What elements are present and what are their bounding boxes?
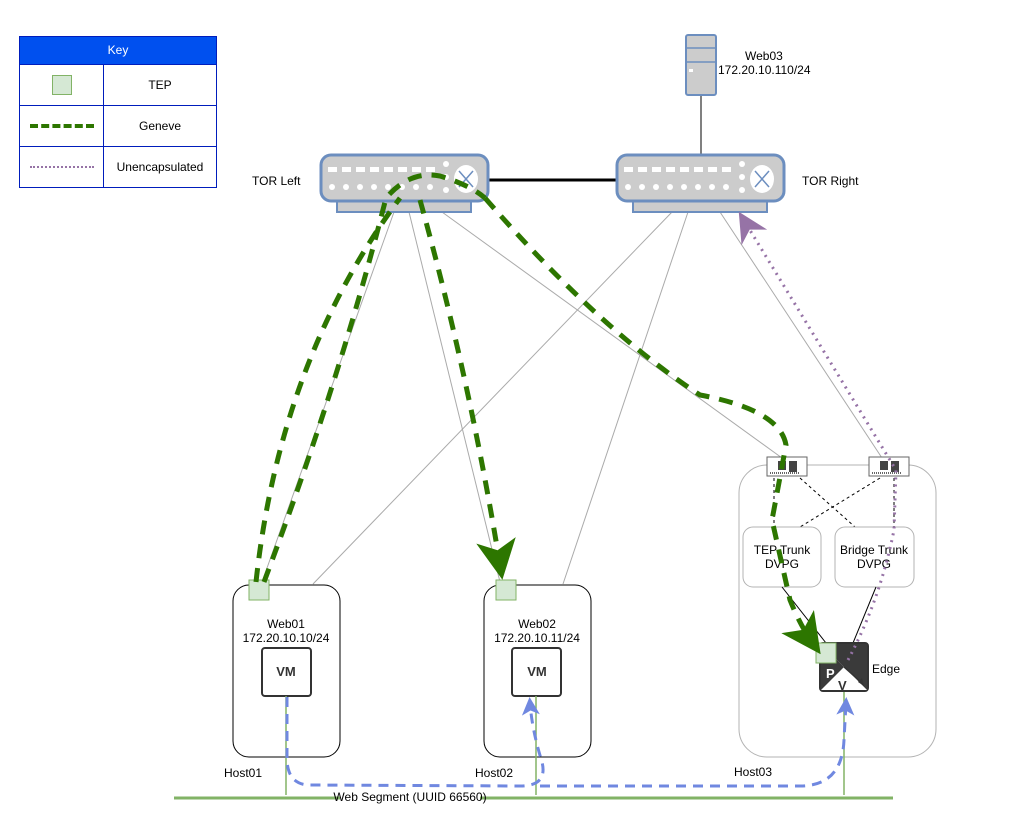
geneve-path-host01-a [253,196,403,583]
edge-v-label: V [838,678,847,693]
legend-title: Key [20,37,216,65]
web02-ip: 172.20.10.11/24 [494,631,580,645]
edge-p-label: P [826,666,835,681]
host03-box[interactable] [738,464,937,758]
web02-vm-label: VM [527,664,547,679]
bridge-trunk-label: Bridge Trunk [840,543,909,557]
host03-label: Host03 [734,765,772,779]
segment-label-bg [340,790,480,804]
nic-right-icon[interactable] [868,456,910,477]
uplink-lines [261,211,883,585]
legend-label: Unencapsulated [116,160,204,174]
geneve-line-icon [29,124,94,128]
router-arrows-icon [754,170,770,188]
vm-traffic-to-edge [540,697,855,788]
edge-tep-icon [815,642,837,664]
tor-right-switch[interactable] [615,153,786,213]
unencapsulated-line-icon [29,166,94,168]
web01-ip: 172.20.10.10/24 [243,631,330,645]
geneve-path-host01-b [261,172,487,583]
edge-label: Edge [872,662,900,676]
edge-node-icon[interactable]: P V [819,642,869,693]
web03-server-icon[interactable] [685,34,717,96]
legend-row-tep: TEP [20,65,216,106]
host01-label: Host01 [224,766,262,780]
host02-tep-icon [495,579,517,601]
bridge-trunk-dvpg[interactable] [834,526,915,588]
vm-traffic-web01-web02 [285,697,545,788]
web02-name: Web02 [518,617,556,631]
tep-trunk-label: TEP Trunk [754,543,811,557]
web-segment-label: Web Segment (UUID 66560) [333,790,486,804]
web03-name: Web03 [745,49,783,63]
web03-ip: 172.20.10.110/24 [718,63,811,77]
host01-tep-icon [248,579,270,601]
legend-row-geneve: Geneve [20,106,216,147]
web01-vm-label: VM [276,664,296,679]
nic-left-icon[interactable] [766,456,808,477]
geneve-path-to-host02 [417,199,516,580]
host02-label: Host02 [475,766,513,780]
bridge-trunk-sublabel: DVPG [857,557,891,571]
web01-name: Web01 [267,617,305,631]
legend-key: Key TEP Geneve Unencapsulated [19,36,217,188]
tor-right-label: TOR Right [802,174,859,188]
tor-left-label: TOR Left [252,174,301,188]
legend-label: Geneve [138,119,182,133]
tor-left-switch[interactable] [319,153,490,213]
geneve-path-to-edge [483,196,821,655]
tep-icon [51,75,72,95]
legend-row-unencapsulated: Unencapsulated [20,147,216,187]
legend-label: TEP [148,78,172,92]
bridge-trunk-edge-link [852,586,877,644]
tep-trunk-sublabel: DVPG [765,557,799,571]
